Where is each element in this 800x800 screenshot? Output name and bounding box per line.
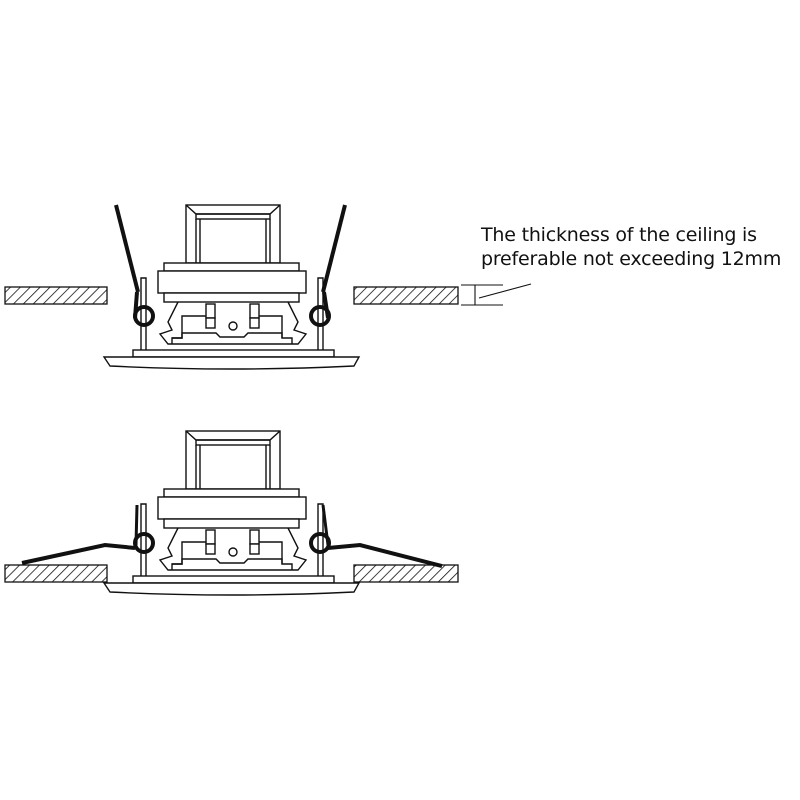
ceiling-slabs-top — [4, 286, 459, 305]
spring-clips-clamped — [21, 504, 443, 568]
ceiling-slabs-bottom — [4, 564, 459, 583]
spring-clips-raised — [114, 204, 347, 327]
annotation-line-2: preferable not exceeding 12mm — [481, 248, 782, 270]
speaker-top — [103, 204, 360, 370]
annotation-line-1: The thickness of the ceiling is — [481, 224, 757, 246]
thickness-dimension — [461, 283, 532, 306]
speaker-bottom — [103, 430, 360, 596]
